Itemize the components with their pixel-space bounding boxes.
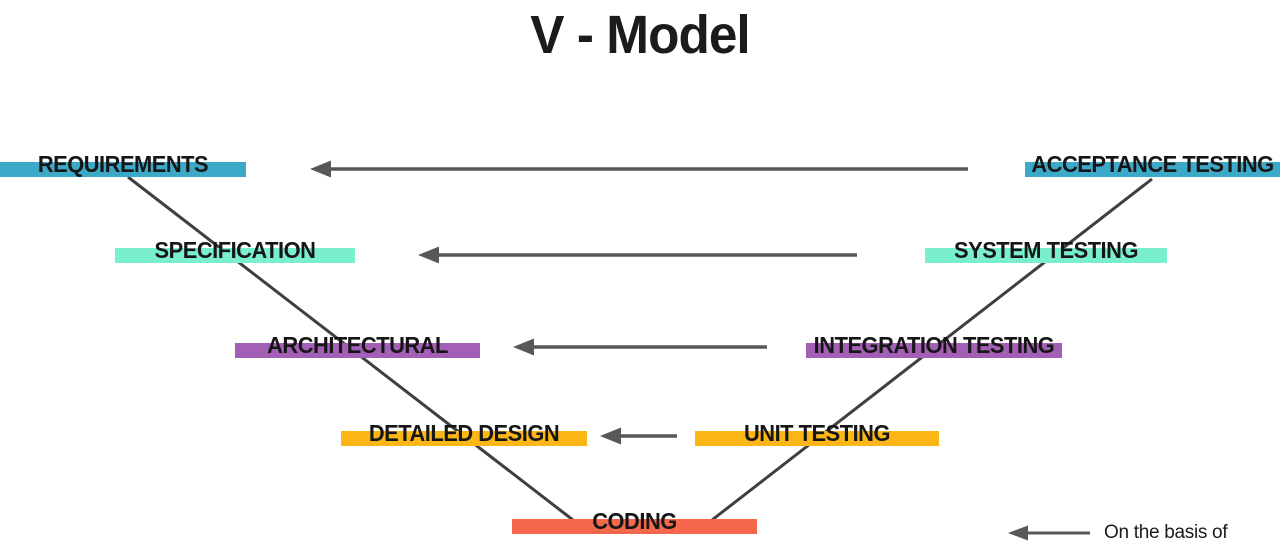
stage-bar-specification: SPECIFICATION — [115, 237, 355, 263]
stage-bar-acceptance-testing: ACCEPTANCE TESTING — [1025, 151, 1280, 177]
stage-bar-unit-testing: UNIT TESTING — [695, 420, 939, 446]
stage-bar-integration-testing: INTEGRATION TESTING — [806, 332, 1062, 358]
stage-label-specification: SPECIFICATION — [154, 236, 316, 263]
arrow-system-to-specification — [418, 246, 857, 264]
stage-label-unit-testing: UNIT TESTING — [743, 419, 891, 446]
stage-bar-detailed-design: DETAILED DESIGN — [341, 420, 587, 446]
legend-label: On the basis of — [1104, 522, 1228, 543]
arrow-unit-to-detailed — [600, 427, 677, 445]
stage-label-architectural: ARCHITECTURAL — [267, 331, 448, 358]
stage-label-integration-testing: INTEGRATION TESTING — [813, 331, 1055, 358]
left-arrow-icon — [1008, 525, 1090, 541]
diagram-title: V - Model — [530, 5, 750, 65]
stage-label-system-testing: SYSTEM TESTING — [954, 236, 1138, 263]
stage-label-requirements: REQUIREMENTS — [37, 150, 209, 177]
stage-label-coding: CODING — [592, 507, 677, 534]
stage-label-detailed-design: DETAILED DESIGN — [368, 419, 560, 446]
stage-bar-requirements: REQUIREMENTS — [0, 151, 246, 177]
stage-bar-architectural: ARCHITECTURAL — [235, 332, 480, 358]
arrow-acceptance-to-requirements — [310, 160, 968, 178]
arrow-integration-to-architectural — [513, 338, 767, 356]
legend: On the basis of — [1008, 522, 1228, 544]
stage-label-acceptance-testing: ACCEPTANCE TESTING — [1031, 150, 1274, 177]
stage-bar-coding: CODING — [512, 508, 757, 534]
stage-bar-system-testing: SYSTEM TESTING — [925, 237, 1167, 263]
